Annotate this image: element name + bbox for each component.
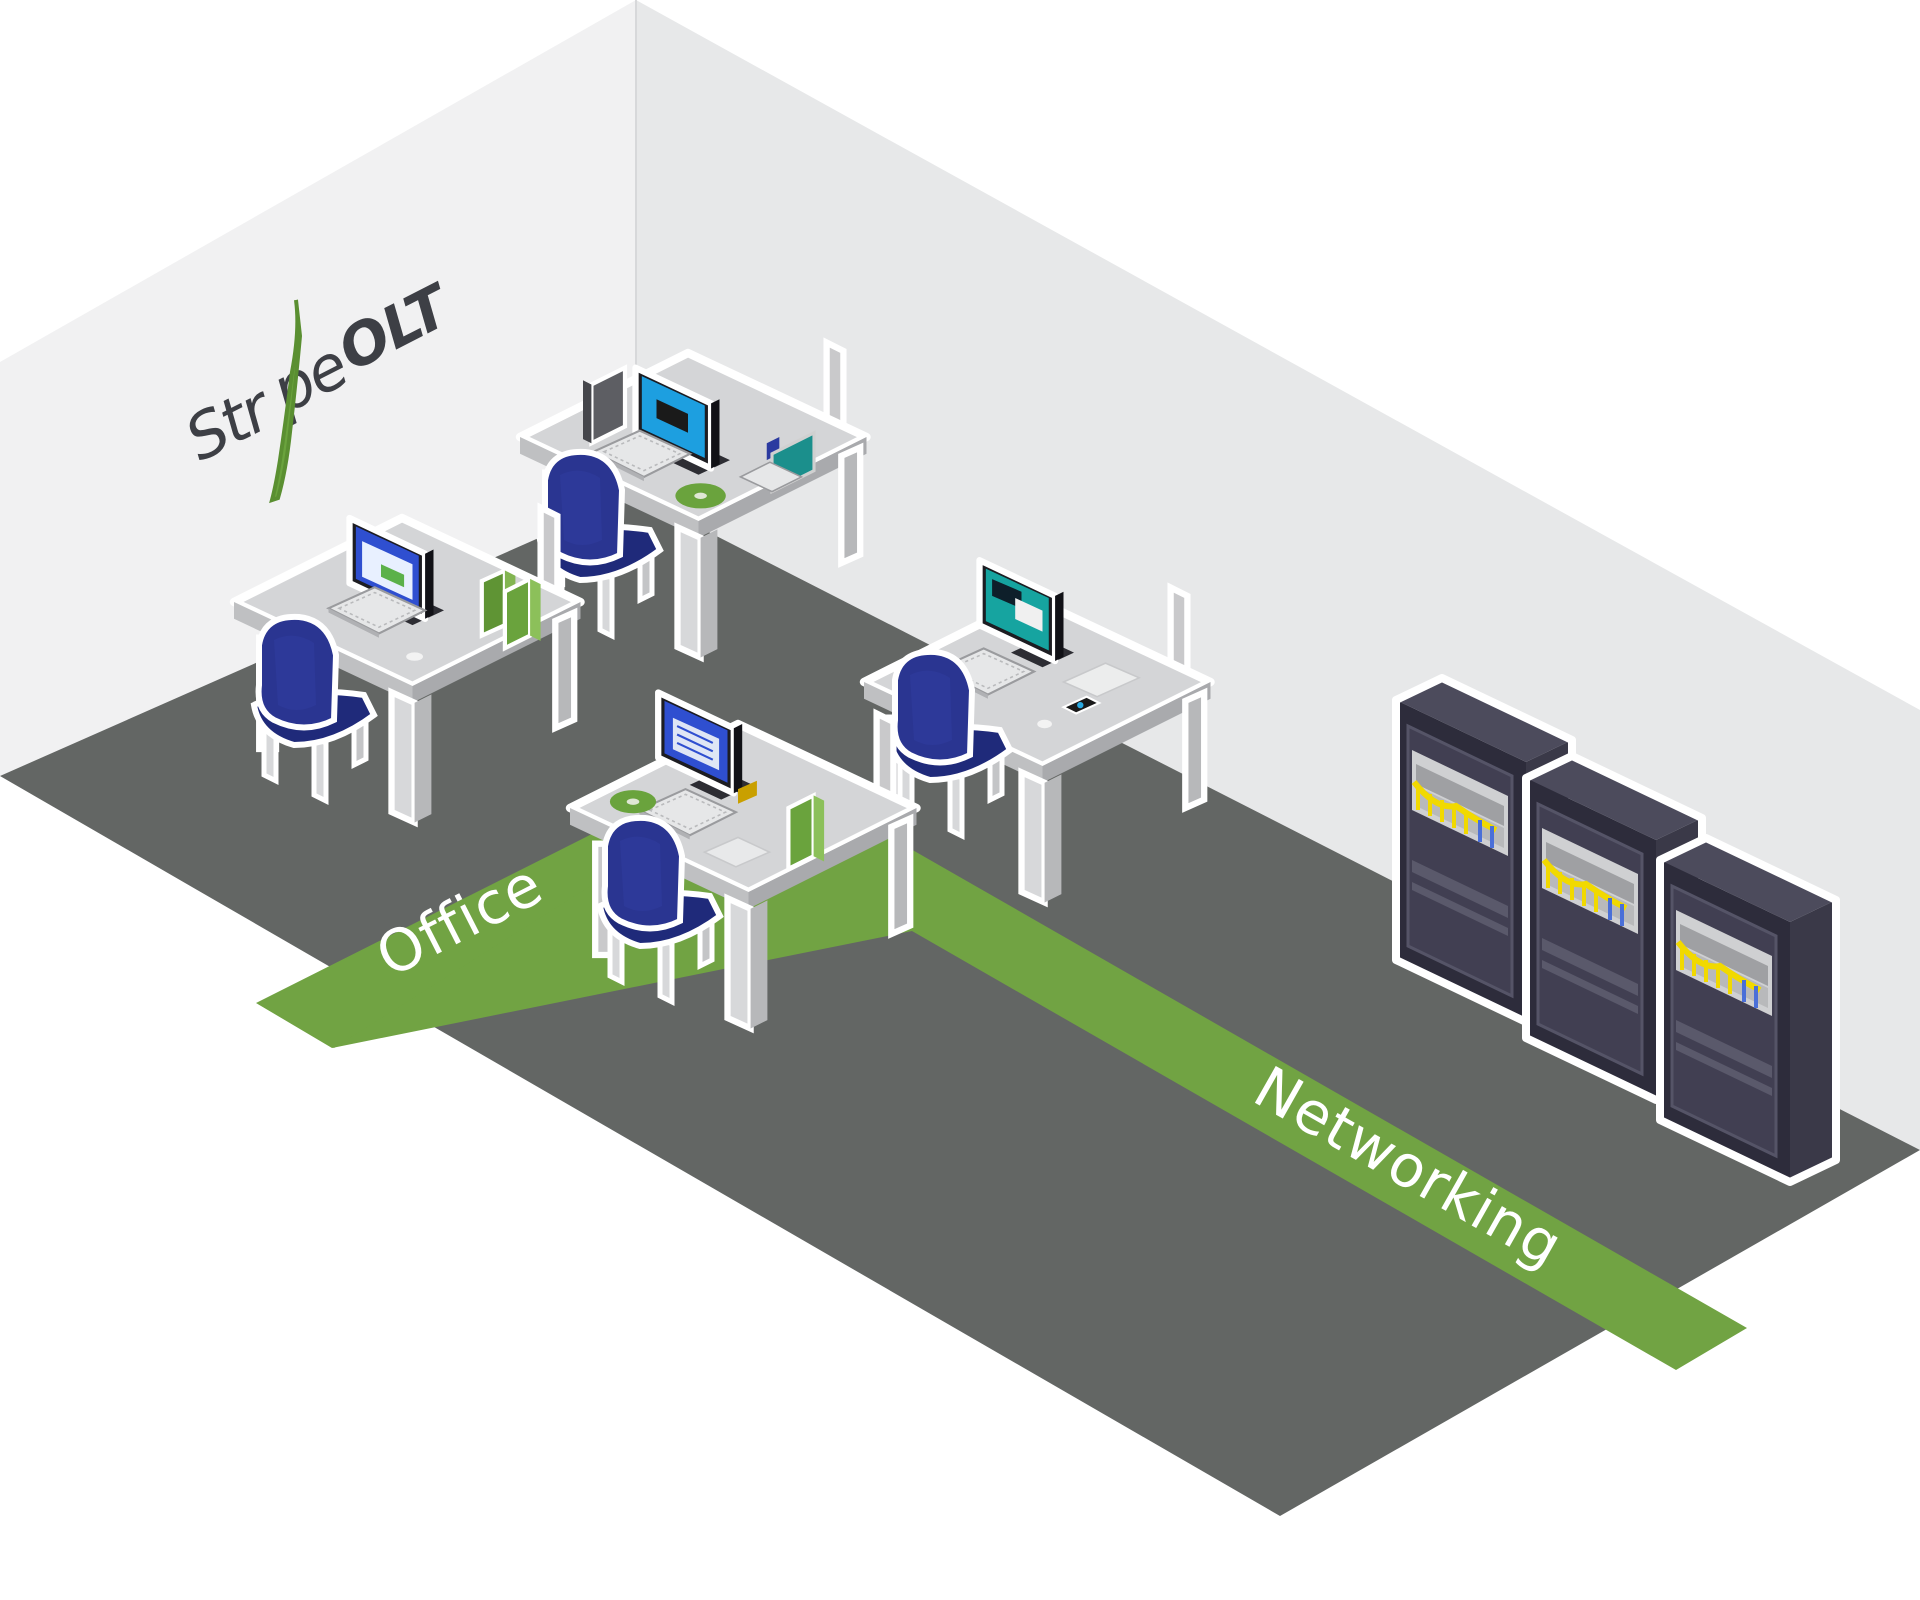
workstation-front — [570, 693, 917, 1029]
logo-green-stroke-icon — [269, 299, 303, 504]
workstation-right — [864, 560, 1211, 902]
server-rack-3 — [1660, 838, 1836, 1182]
workstation-back — [520, 343, 867, 658]
left-wall — [0, 0, 636, 776]
workstation-left — [234, 508, 581, 823]
floor — [0, 495, 1920, 1516]
